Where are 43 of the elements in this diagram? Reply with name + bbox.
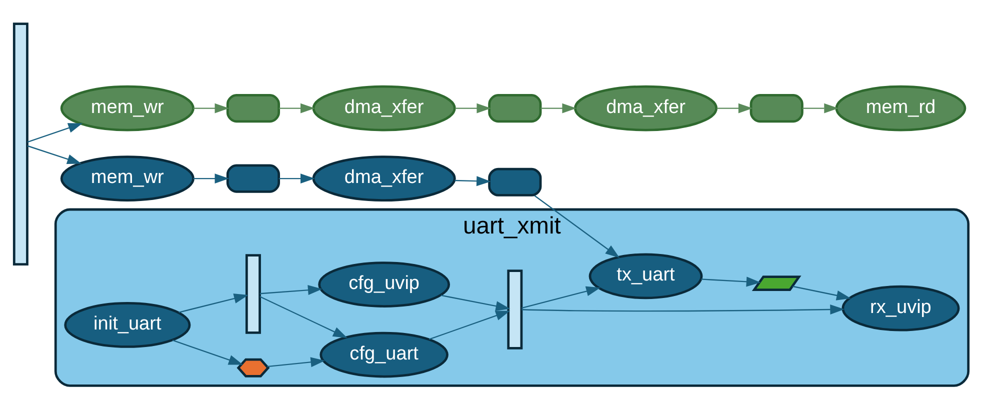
arrow	[700, 276, 760, 286]
node-ellipse: mem_rd	[834, 84, 966, 131]
node-ellipse: cfg_uvip	[318, 261, 450, 307]
arrow	[259, 296, 347, 338]
node-ellipse: cfg_uart	[319, 331, 448, 378]
arrow	[192, 102, 229, 113]
arrow	[172, 339, 242, 364]
arrow	[540, 102, 576, 113]
arrow	[178, 293, 248, 312]
arrow	[454, 176, 490, 186]
node-box	[488, 94, 542, 122]
node-ellipse: dma_xfer	[312, 155, 456, 201]
arrow	[802, 102, 838, 113]
node-ellipse: tx_uart	[588, 252, 702, 299]
arrow	[534, 194, 620, 258]
arrow	[266, 356, 325, 367]
node-hexagon	[236, 358, 270, 377]
node-box	[226, 94, 280, 122]
node-ellipse: init_uart	[64, 302, 190, 348]
node-bar	[506, 269, 522, 349]
node-box	[226, 164, 280, 192]
arrow	[278, 173, 314, 184]
node-parallelogram	[751, 275, 801, 291]
node-bar	[244, 254, 260, 334]
arrow	[278, 102, 314, 113]
arrow	[192, 173, 229, 184]
node-ellipse: dma_xfer	[312, 84, 456, 131]
arrow	[454, 102, 491, 113]
arrow	[26, 122, 82, 142]
node-ellipse: dma_xfer	[573, 84, 718, 131]
arrow	[259, 284, 322, 295]
arrow	[440, 294, 510, 310]
node-bar	[12, 22, 28, 265]
arrow	[792, 285, 850, 300]
node-ellipse: rx_uvip	[841, 284, 960, 331]
arrow	[521, 304, 844, 314]
arrow	[26, 144, 81, 164]
arrow	[716, 102, 752, 113]
node-box	[749, 94, 803, 122]
arrow	[520, 286, 600, 308]
node-ellipse: mem_wr	[60, 84, 194, 131]
arrow	[428, 310, 510, 340]
node-box	[488, 167, 542, 196]
